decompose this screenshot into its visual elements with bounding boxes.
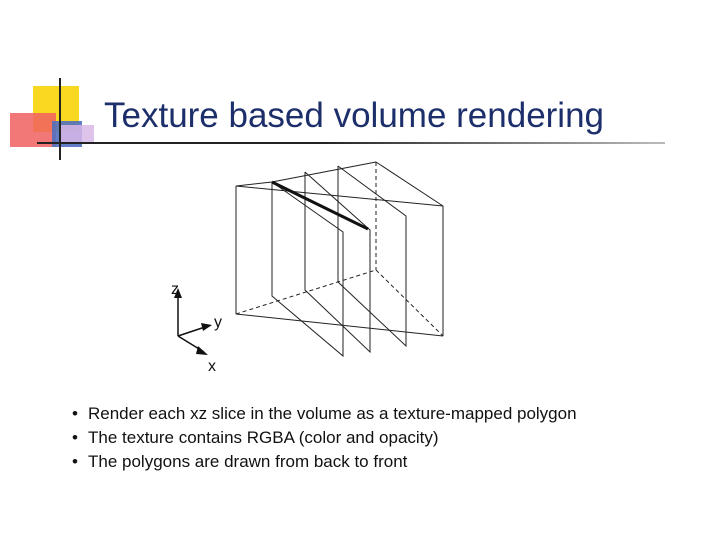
y-axis-label: y xyxy=(214,314,222,331)
bullet-marker: • xyxy=(72,452,78,471)
bullet-marker: • xyxy=(72,404,78,423)
bullet-text: The texture contains RGBA (color and opa… xyxy=(88,428,439,447)
bullet-marker: • xyxy=(72,428,78,447)
axis-triad xyxy=(177,292,209,353)
title-underline xyxy=(37,142,665,144)
bullet-item: • The polygons are drawn from back to fro… xyxy=(72,450,577,474)
bullet-item: • Render each xz slice in the volume as a… xyxy=(72,402,577,426)
bullet-text: Render each xz slice in the volume as a … xyxy=(88,404,577,423)
bullet-list: • Render each xz slice in the volume as a… xyxy=(72,402,577,474)
xz-slices xyxy=(271,165,407,358)
bullet-text: The polygons are drawn from back to fron… xyxy=(88,452,408,471)
x-axis-arrowhead xyxy=(196,346,208,355)
highlighted-slice-edge xyxy=(271,180,369,231)
y-axis-arrowhead xyxy=(201,323,212,331)
z-axis-arrowhead xyxy=(174,288,182,298)
x-axis-label: x xyxy=(208,358,216,375)
volume-box xyxy=(235,161,444,337)
slide-title: Texture based volume rendering xyxy=(104,96,605,135)
bullet-item: • The texture contains RGBA (color and op… xyxy=(72,426,577,450)
z-axis-label: z xyxy=(171,281,179,298)
decor-lilac-bar xyxy=(60,125,94,143)
decor-vertical-rule xyxy=(59,78,61,160)
decor-red-bar xyxy=(10,113,56,147)
